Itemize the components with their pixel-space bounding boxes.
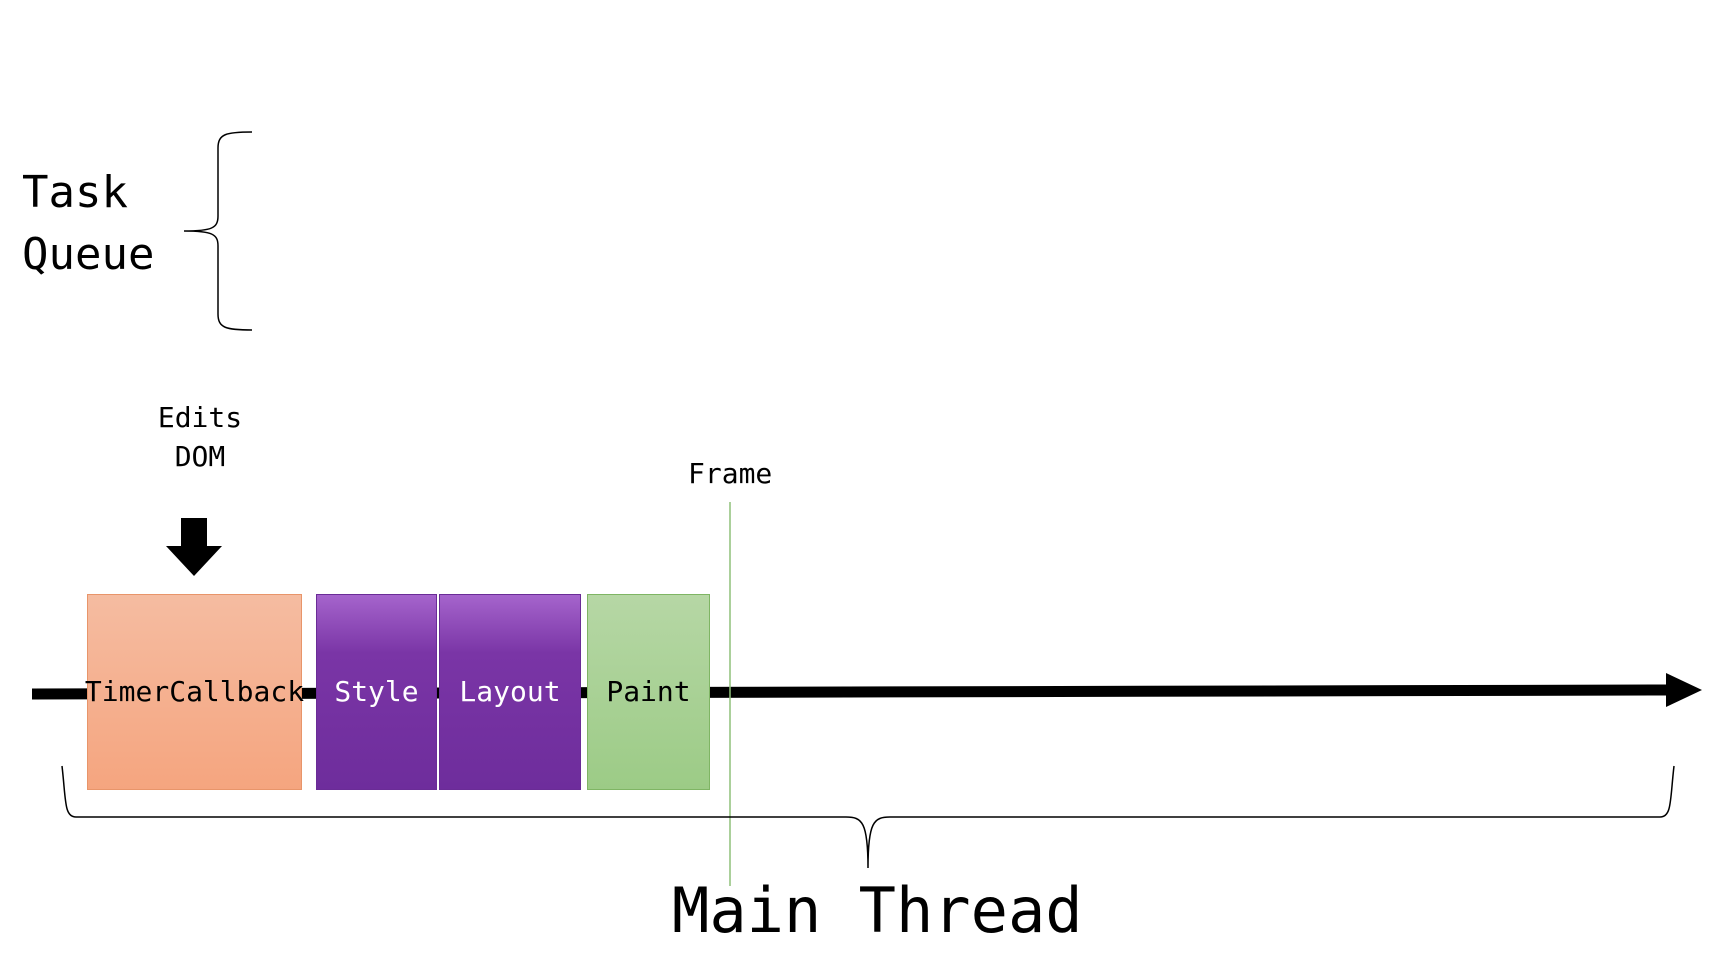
main-thread-label: Main Thread — [672, 874, 1083, 947]
style-task: Style — [316, 594, 437, 790]
paint-label: Paint — [606, 675, 691, 708]
timer-line1: Timer — [84, 675, 170, 708]
edits-dom-label: Edits DOM — [140, 398, 260, 476]
paint-task: Paint — [587, 594, 710, 790]
task-queue-line1: Task — [22, 167, 128, 218]
timeline-arrowhead-icon — [1666, 673, 1702, 707]
edits-dom-line2: DOM — [174, 440, 226, 473]
task-queue-line2: Queue — [22, 229, 155, 280]
frame-label: Frame — [688, 457, 773, 490]
task-queue-label: Task Queue — [22, 162, 154, 286]
main-thread-brace — [61, 765, 1675, 869]
edits-dom-line1: Edits — [157, 401, 243, 434]
timer-callback-task: Timer Callback — [84, 594, 305, 790]
layout-task: Layout — [439, 594, 581, 790]
timer-line2: Callback — [169, 675, 305, 708]
style-label: Style — [334, 675, 419, 708]
main-thread-timeline — [31, 684, 1673, 700]
layout-label: Layout — [459, 675, 561, 708]
down-arrow-icon — [166, 518, 222, 576]
task-queue-brace — [183, 131, 253, 331]
